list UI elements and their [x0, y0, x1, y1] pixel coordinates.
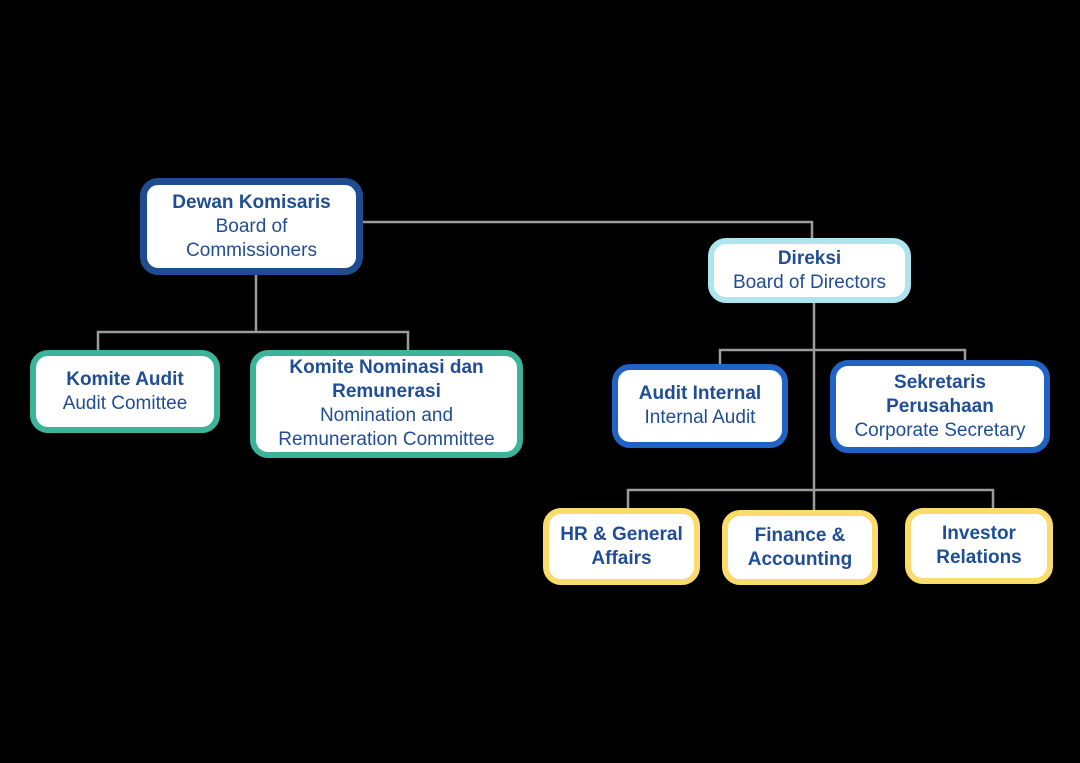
node-direksi-title: Direksi [777, 247, 842, 269]
connector-direksi-to-audit-sekretaris [718, 348, 967, 365]
connector-dewan-to-direksi [363, 220, 814, 239]
node-dewan-komisaris-title: Dewan Komisaris [172, 191, 331, 213]
node-finance-accounting-title: Finance & Accounting [747, 524, 853, 570]
node-finance-accounting: Finance & Accounting [722, 510, 878, 585]
node-dewan-komisaris-subtitle: Board of Commissioners [186, 215, 317, 261]
node-komite-nominasi: Komite Nominasi dan Remunerasi Nominatio… [250, 350, 523, 458]
node-hr-general-affairs: HR & General Affairs [543, 508, 700, 585]
node-investor-relations-title: Investor Relations [936, 523, 1022, 568]
node-komite-audit-subtitle: Audit Comittee [62, 392, 188, 414]
node-sekretaris-perusahaan-subtitle: Corporate Secretary [854, 419, 1026, 441]
node-direksi: Direksi Board of Directors [708, 238, 911, 303]
node-komite-nominasi-subtitle: Nomination and Remuneration Committee [278, 405, 495, 450]
node-komite-nominasi-title: Komite Nominasi dan Remunerasi [289, 357, 484, 402]
node-komite-audit-title: Komite Audit [66, 368, 184, 390]
node-audit-internal-title: Audit Internal [638, 383, 762, 404]
node-hr-general-affairs-title: HR & General Affairs [560, 523, 683, 569]
node-dewan-komisaris: Dewan Komisaris Board of Commissioners [140, 178, 363, 275]
connector-direksi-to-departments [626, 488, 995, 509]
node-sekretaris-perusahaan: Sekretaris Perusahaan Corporate Secretar… [830, 360, 1050, 453]
node-direksi-subtitle: Board of Directors [732, 271, 887, 293]
node-audit-internal: Audit Internal Internal Audit [612, 364, 788, 448]
node-sekretaris-perusahaan-title: Sekretaris Perusahaan [886, 371, 994, 417]
connector-dewan-to-committees [96, 330, 410, 353]
node-investor-relations: Investor Relations [905, 508, 1053, 584]
node-audit-internal-subtitle: Internal Audit [644, 407, 756, 428]
node-komite-audit: Komite Audit Audit Comittee [30, 350, 220, 433]
